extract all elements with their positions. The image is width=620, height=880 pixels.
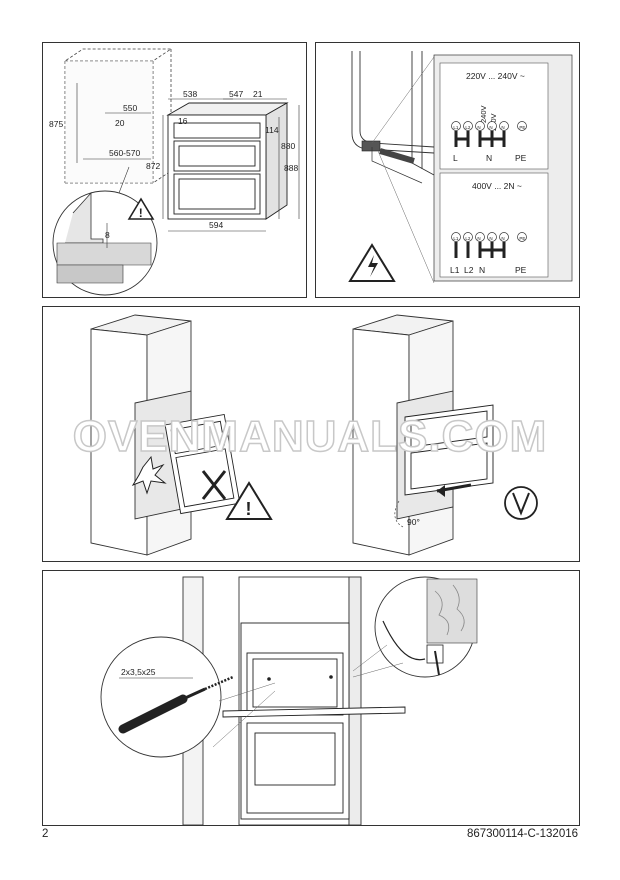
terminal-label-box1-0: L1 xyxy=(453,125,459,130)
page-number: 2 xyxy=(42,828,49,840)
electrical-panel: 220V ... 240V ~ 240V 220V L N PE 400V ..… xyxy=(315,42,580,298)
fixing-drawing: 2x3,5x25 xyxy=(100,576,478,825)
dim-550: 550 xyxy=(123,103,137,113)
svg-text:!: ! xyxy=(246,499,252,519)
terminal-label-box1-2: N xyxy=(477,125,480,130)
dim-20: 20 xyxy=(115,118,125,128)
voltage-label-two-phase: 400V ... 2N ~ xyxy=(472,181,522,191)
electrical-drawing: 220V ... 240V ~ 240V 220V L N PE 400V ..… xyxy=(348,51,573,284)
dim-16: 16 xyxy=(178,116,188,126)
svg-text:!: ! xyxy=(139,206,143,220)
label-l1: L1 xyxy=(450,265,460,275)
dim-880: 880 xyxy=(281,141,295,151)
terminal-label-box2-2: N xyxy=(477,236,480,241)
collision-burst-icon xyxy=(131,455,167,495)
terminal-label-box2-5: PE xyxy=(519,236,525,241)
checkmark-icon xyxy=(504,486,538,520)
dim-538: 538 xyxy=(183,89,197,99)
insertion-drawing: ! 90° xyxy=(90,314,538,556)
fixing-panel: 2x3,5x25 xyxy=(42,570,580,826)
terminal-label-box2-1: L2 xyxy=(465,236,471,241)
label-pe: PE xyxy=(515,153,527,163)
warning-icon: ! xyxy=(127,197,155,220)
terminal-label-box1-3: N xyxy=(489,125,492,130)
dim-114: 114 xyxy=(265,125,279,135)
terminal-label-box2-0: L1 xyxy=(453,236,459,241)
wire-label-240v: 240V xyxy=(479,105,488,123)
voltage-label-single-phase: 220V ... 240V ~ xyxy=(466,71,525,81)
document-code: 867300114-C-132016 xyxy=(466,828,578,840)
terminal-label-box2-4: N xyxy=(501,236,504,241)
dimensions-drawing: 875 550 20 560-570 8 ! 538 547 21 16 114… xyxy=(49,48,300,296)
label-l2: L2 xyxy=(464,265,474,275)
label-n: N xyxy=(486,153,492,163)
insertion-panel: ! 90° xyxy=(42,306,580,562)
dim-872: 872 xyxy=(146,161,160,171)
dim-547: 547 xyxy=(229,89,243,99)
label-n-2: N xyxy=(479,265,485,275)
dim-8: 8 xyxy=(105,230,110,240)
terminal-label-box2-3: N xyxy=(489,236,492,241)
warning-icon-2: ! xyxy=(225,481,273,520)
label-pe-2: PE xyxy=(515,265,527,275)
terminal-label-box1-1: L2 xyxy=(465,125,471,130)
label-l: L xyxy=(453,153,458,163)
terminal-label-box1-4: N xyxy=(501,125,504,130)
dim-875: 875 xyxy=(49,119,63,129)
dim-560-570: 560-570 xyxy=(109,148,140,158)
electric-hazard-icon xyxy=(348,243,396,282)
dim-594: 594 xyxy=(209,220,223,230)
screw-spec: 2x3,5x25 xyxy=(121,667,156,677)
dim-888: 888 xyxy=(284,163,298,173)
dim-21: 21 xyxy=(253,89,263,99)
dimensions-panel: 875 550 20 560-570 8 ! 538 547 21 16 114… xyxy=(42,42,307,298)
terminal-label-box1-5: PE xyxy=(519,125,525,130)
screwdriver-icon xyxy=(118,687,206,734)
angle-label: 90° xyxy=(407,517,420,527)
